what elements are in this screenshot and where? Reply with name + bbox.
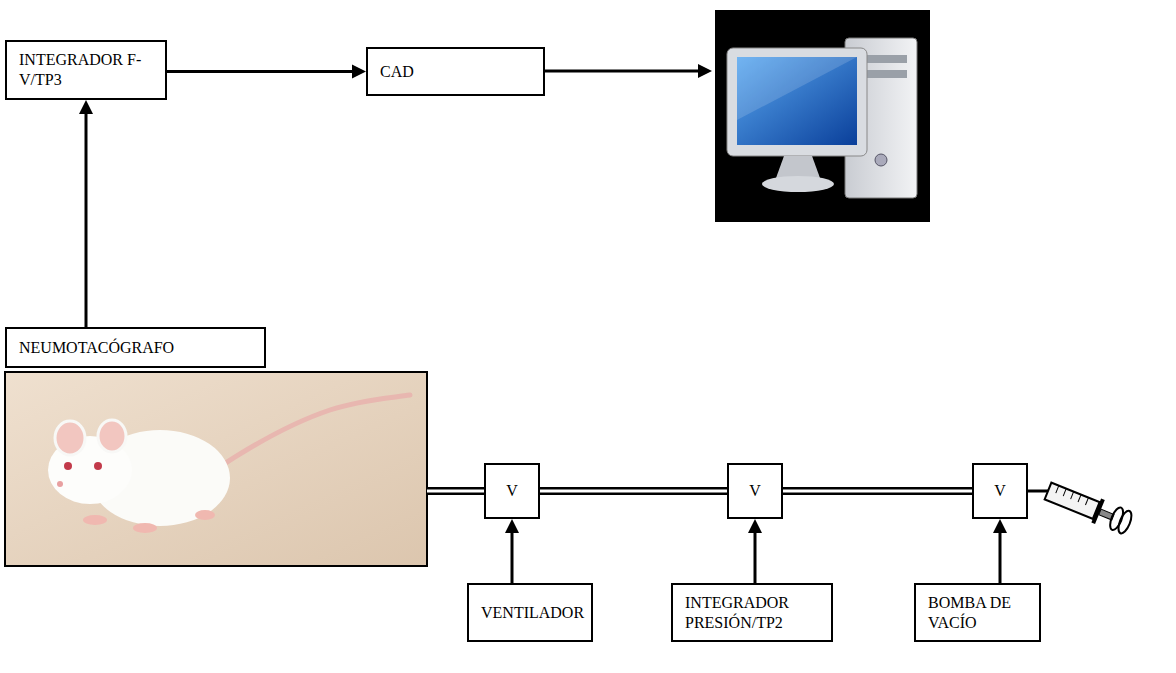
tube	[427, 491, 484, 492]
tube	[540, 491, 727, 492]
arrow-head	[993, 519, 1007, 533]
signal-arrow	[505, 519, 519, 583]
box-label: V	[498, 481, 526, 501]
tube	[783, 491, 972, 492]
arrow-head	[505, 519, 519, 533]
arrow-head	[352, 65, 366, 79]
valve-box: V	[484, 463, 540, 519]
box-label: INTEGRADOR PRESIÓN/TP2	[685, 593, 819, 633]
integrator-box: INTEGRADOR PRESIÓN/TP2	[671, 583, 833, 642]
arrow-head	[79, 100, 93, 114]
valve-box: V	[972, 463, 1028, 519]
signal-arrow	[545, 64, 712, 78]
computer-icon	[715, 10, 930, 222]
box-label: V	[986, 481, 1014, 501]
signal-arrow	[748, 519, 762, 583]
sensor-box: NEUMOTACÓGRAFO	[5, 327, 266, 368]
box-label: VENTILADOR	[481, 603, 579, 623]
signal-arrow	[79, 100, 93, 327]
integrator-box: INTEGRADOR F-V/TP3	[5, 40, 167, 100]
arrow-head	[748, 519, 762, 533]
mouse-photo	[5, 372, 427, 566]
box-label: BOMBA DE VACÍO	[928, 593, 1027, 633]
box-label: INTEGRADOR F-V/TP3	[19, 50, 153, 90]
box-label: V	[741, 481, 769, 501]
signal-arrow	[993, 519, 1007, 583]
valve-box: V	[727, 463, 783, 519]
adc-box: CAD	[366, 47, 545, 96]
signal-arrow	[167, 65, 366, 79]
syringe	[1027, 479, 1134, 536]
device-box: BOMBA DE VACÍO	[914, 583, 1041, 642]
box-label: NEUMOTACÓGRAFO	[19, 338, 252, 358]
device-box: VENTILADOR	[467, 583, 593, 642]
box-label: CAD	[380, 62, 531, 82]
